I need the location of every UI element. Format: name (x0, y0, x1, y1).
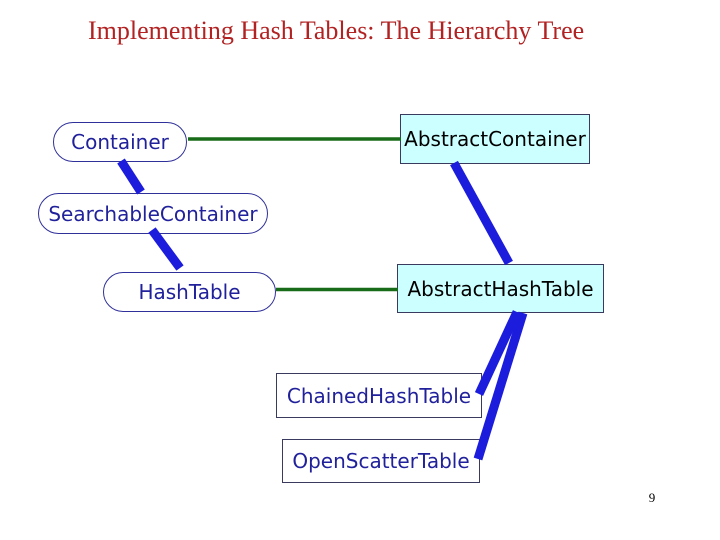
page-number: 9 (648, 490, 656, 505)
node-chained-hash-table-label: ChainedHashTable (286, 383, 472, 408)
node-container-label: Container (71, 130, 169, 154)
node-chained-hash-table: ChainedHashTable (276, 373, 482, 418)
node-open-scatter-table: OpenScatterTable (282, 439, 480, 483)
node-abstract-hash-table: AbstractHashTable (397, 264, 604, 313)
node-hash-table-label: HashTable (138, 280, 241, 304)
node-searchable-container-label: SearchableContainer (48, 201, 258, 226)
node-hash-table: HashTable (103, 272, 276, 312)
node-abstract-container-label: AbstractContainer (404, 127, 586, 151)
edge-abstractcontainer-abstracthashtable (450, 160, 513, 266)
node-open-scatter-table-label: OpenScatterTable (292, 449, 470, 473)
edge-abstracthashtable-openscattertable (473, 311, 528, 461)
node-container: Container (53, 122, 187, 162)
slide-title: Implementing Hash Tables: The Hierarchy … (88, 16, 585, 45)
edge-container-searchablecontainer (117, 158, 145, 195)
edge-searchablecontainer-hashtable (148, 227, 184, 271)
node-abstract-container: AbstractContainer (400, 114, 590, 164)
edge-abstracthashtable-chainedhashtable (474, 310, 522, 396)
node-searchable-container: SearchableContainer (38, 193, 268, 234)
node-abstract-hash-table-label: AbstractHashTable (407, 276, 594, 301)
